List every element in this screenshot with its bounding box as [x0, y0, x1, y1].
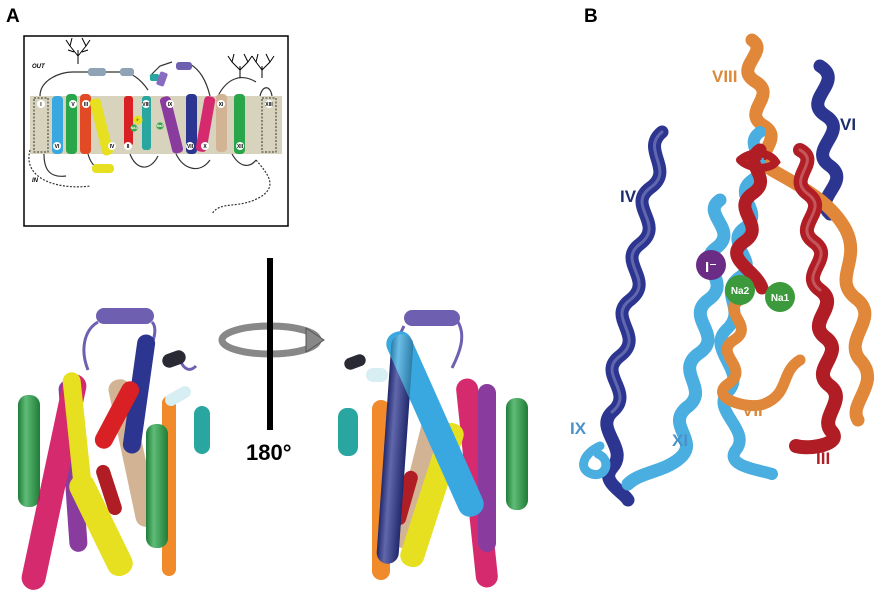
- tm-I-cylinder: [52, 96, 63, 154]
- front-cyl-yellow-upper: [62, 372, 92, 492]
- front-cyl-purple-top: [96, 308, 154, 324]
- back-cyl-purple-top: [404, 310, 460, 326]
- tm-label-4: VIII: [142, 102, 150, 108]
- tm-III-cylinder: [80, 94, 91, 154]
- tm-XI-cylinder: [216, 94, 227, 152]
- helix-II-cap: [736, 149, 781, 172]
- helix-VI-ribbon: [811, 59, 844, 221]
- helix-label-IV: IV: [620, 187, 637, 206]
- front-cyl-red-upper: [94, 381, 140, 449]
- in-label: IN: [32, 178, 39, 184]
- rotation-angle-label: 180°: [246, 440, 292, 465]
- ecl-helix-1: [88, 68, 106, 76]
- iodide-ion: [696, 250, 726, 280]
- na2-ion-label: Na2: [731, 286, 750, 297]
- ecl-helix-2: [120, 68, 134, 76]
- tm-X-cylinder: [195, 96, 216, 152]
- topo-na2-ion: [156, 122, 164, 130]
- dashed-termini: [28, 149, 271, 215]
- front-cyl-dark: [162, 350, 186, 368]
- cylinder-model-front: [18, 308, 210, 590]
- helix-label-II: II: [758, 145, 767, 164]
- rotation-axis: [267, 258, 273, 430]
- na1-ion: [765, 282, 795, 312]
- helix-IX-turn: [579, 441, 611, 480]
- na1-ion-label: Na1: [771, 293, 790, 304]
- helix-III-ribbon: [789, 143, 843, 455]
- helix-VII-ribbon: [717, 294, 806, 412]
- topo-ion-label-iodide: I⁻: [137, 118, 140, 122]
- panel-letter-b: B: [584, 6, 598, 27]
- tm-VIII-cylinder: [142, 96, 151, 150]
- tm-label-8: VI: [55, 144, 60, 150]
- ion-sites: I⁻ Na2 Na1: [696, 250, 795, 312]
- front-cyl-red-lower: [96, 464, 122, 516]
- tm-label-7: XIII: [265, 102, 273, 108]
- na2-ion: [725, 275, 755, 305]
- topo-na1-ion: [130, 124, 138, 132]
- helix-XI-ribbon: [621, 193, 731, 491]
- tm-label-10: II: [127, 144, 130, 150]
- outer-loops: [39, 61, 273, 97]
- back-cyl-pale: [366, 368, 388, 382]
- front-cyl-teal: [194, 406, 210, 454]
- iodide-ion-label: I⁻: [705, 259, 717, 276]
- panel-letter-a: A: [6, 6, 20, 27]
- back-cyl-dark: [344, 354, 366, 370]
- glycan-1-icon: [65, 37, 91, 64]
- tm-IX-cylinder: [159, 96, 183, 154]
- tm-IV-cylinder: [89, 98, 113, 156]
- tm-label-1: I: [40, 102, 42, 108]
- helix-label-VII: VII: [742, 401, 763, 420]
- ecl-helix-5: [176, 62, 192, 70]
- out-label: OUT: [32, 64, 46, 70]
- tm-I-dashed: [33, 97, 49, 153]
- helix-label-XI: XI: [672, 431, 688, 450]
- tm-label-3: III: [84, 102, 89, 108]
- tm-label-13: XII: [237, 144, 244, 150]
- tm-V-cylinder: [66, 94, 77, 154]
- cylinder-model-back: [338, 310, 528, 588]
- tm-XII-cylinder: [234, 94, 245, 154]
- front-cyl-navy: [122, 334, 156, 454]
- tm-label-2: V: [71, 102, 75, 108]
- tm-label-6: XI: [219, 102, 224, 108]
- back-cyl-teal: [338, 408, 358, 456]
- glycan-2-icon: [227, 53, 275, 78]
- rotation-indicator: 180°: [218, 258, 325, 465]
- topo-ion-label-na1: Na1: [131, 126, 137, 130]
- ecl-helix-4: [156, 71, 168, 87]
- topology-diagram: OUT IN I: [23, 35, 289, 227]
- tm-label-5: IX: [168, 102, 173, 108]
- icl-helix-yellow: [92, 164, 114, 173]
- helix-label-VIII: VIII: [712, 67, 738, 86]
- tm-II-cylinder: [124, 96, 133, 146]
- tm-XIII-dashed: [261, 97, 277, 153]
- helix-label-VI: VI: [840, 115, 856, 134]
- back-cyl-purple-right: [478, 384, 496, 552]
- tm-label-11: VII: [187, 144, 194, 150]
- front-cyl-yellow-lower: [69, 473, 133, 577]
- front-cyl-pale: [165, 386, 191, 406]
- tm-VII-cylinder: [186, 94, 197, 154]
- helix-IV-ribbon: [600, 125, 669, 507]
- topo-ion-label-na2: Na2: [157, 124, 163, 128]
- topo-iodide-ion: [133, 115, 143, 125]
- tm-label-9: IV: [110, 144, 115, 150]
- helix-label-IX: IX: [570, 419, 587, 438]
- ecl-helix-3: [150, 74, 159, 81]
- helix-label-III: III: [816, 449, 830, 468]
- ribbon-model: [579, 33, 875, 507]
- helix-labels: VIII VI II IV VII IX XI III: [570, 67, 856, 468]
- tm-label-12: X: [203, 144, 207, 150]
